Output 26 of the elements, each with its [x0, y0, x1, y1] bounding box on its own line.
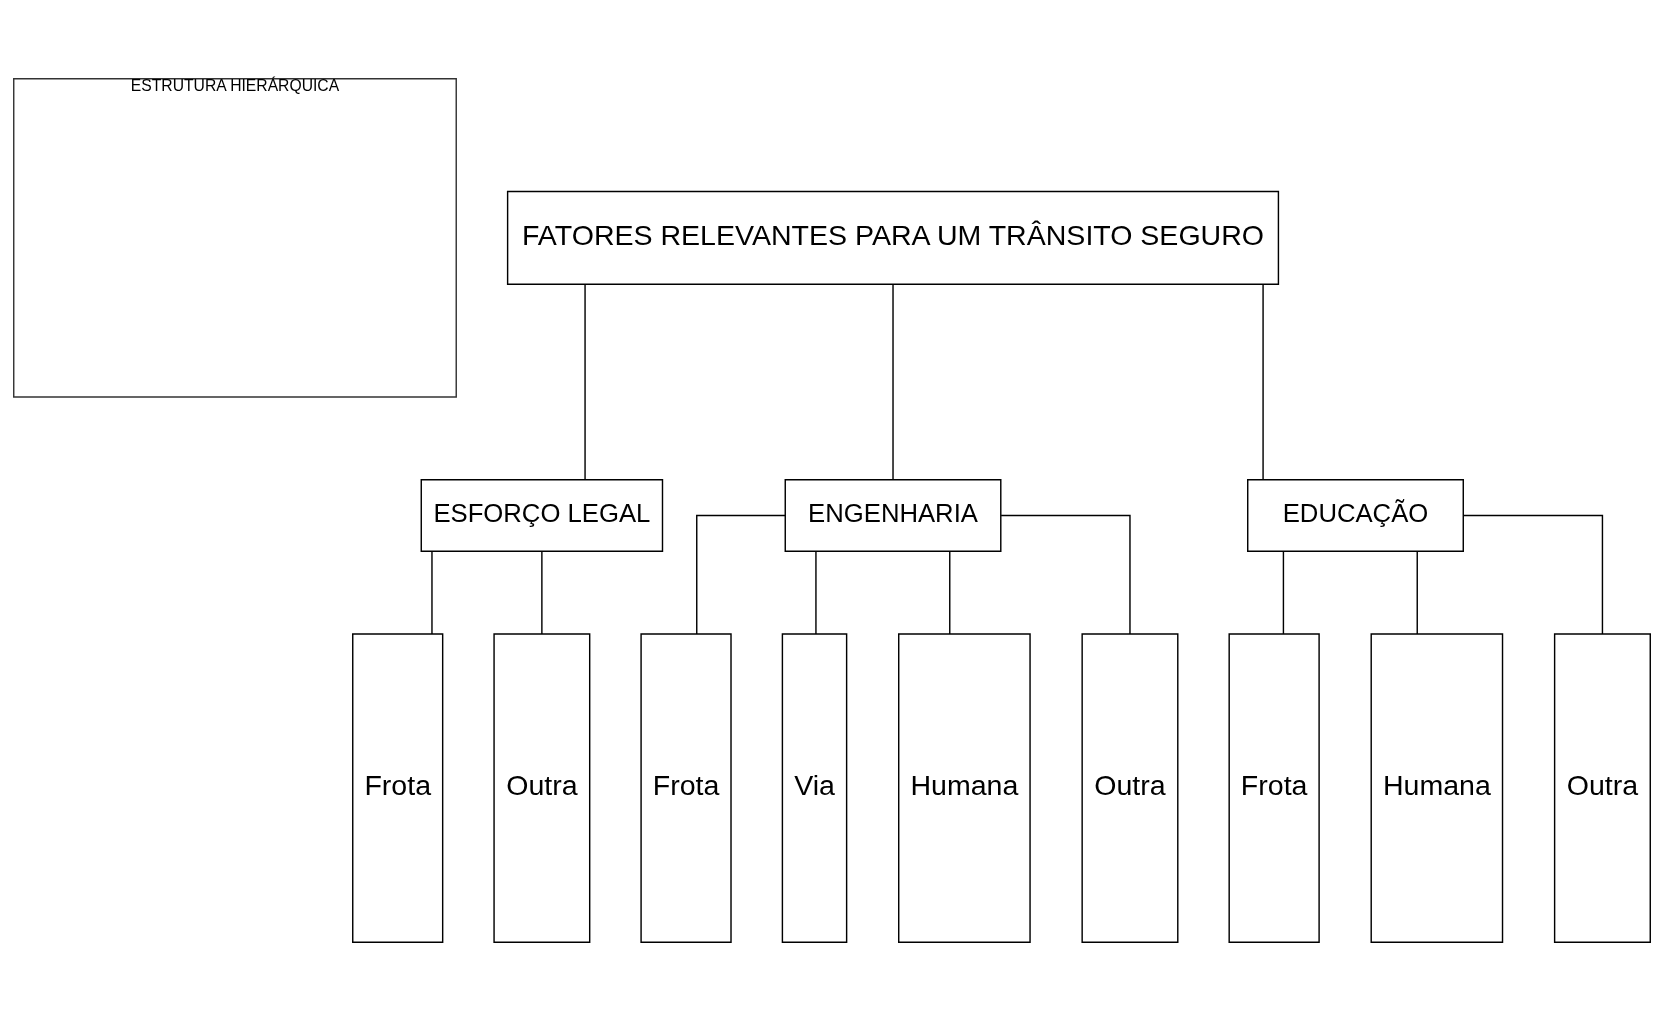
connector: [1462, 514, 1604, 635]
connector: [696, 514, 786, 635]
node-box: ESTRUTURA HIERÁRQUICA: [13, 78, 457, 398]
connector: [1416, 550, 1418, 635]
node-box: Outra: [1081, 633, 1179, 943]
node-box: Humana: [898, 633, 1031, 943]
connector: [892, 283, 894, 481]
node-box: Humana: [1370, 633, 1504, 943]
node-box: EDUCAÇÃO: [1247, 479, 1464, 552]
connector: [431, 550, 433, 635]
node-box: FATORES RELEVANTES PARA UM TRÂNSITO SEGURO: [506, 190, 1280, 285]
node-box: Outra: [493, 633, 591, 943]
connector: [815, 550, 817, 635]
connector: [1000, 514, 1131, 635]
node-box: Via: [781, 633, 848, 943]
connector: [541, 550, 543, 635]
node-box: Frota: [640, 633, 732, 943]
connector: [584, 283, 586, 481]
node-box: ESFORÇO LEGAL: [420, 479, 664, 552]
node-box: Outra: [1553, 633, 1651, 943]
connector: [1282, 550, 1285, 635]
node-box: Frota: [1228, 633, 1320, 943]
connector: [949, 550, 951, 635]
node-box: Frota: [352, 633, 444, 943]
node-box: ENGENHARIA: [784, 479, 1002, 552]
connector: [1262, 283, 1264, 481]
